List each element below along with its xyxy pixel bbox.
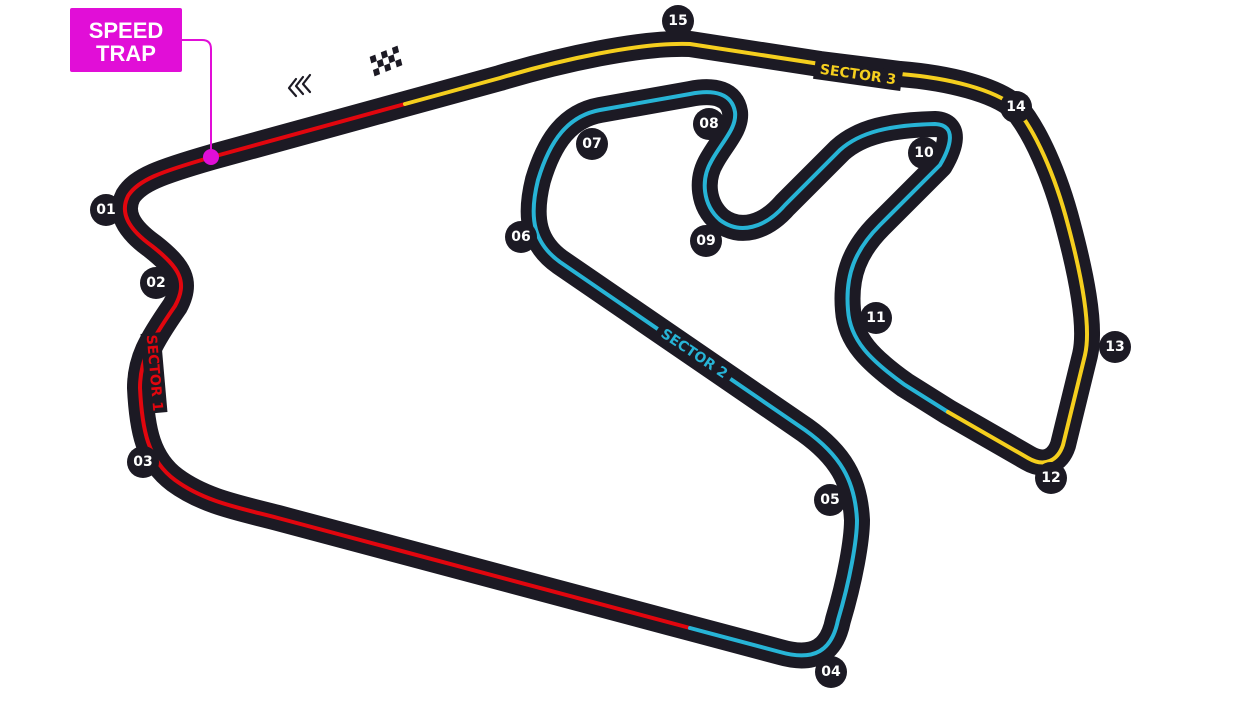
svg-text:12: 12: [1041, 470, 1060, 486]
speed-trap-line1: SPEED: [89, 18, 164, 43]
turn-14: 14: [1000, 91, 1032, 123]
sector1-label: SECTOR 1: [140, 332, 168, 414]
turn-07: 07: [576, 128, 608, 160]
svg-text:15: 15: [668, 13, 687, 29]
svg-text:04: 04: [821, 664, 841, 680]
speed-trap-line2: TRAP: [96, 41, 156, 66]
turn-13: 13: [1099, 331, 1131, 363]
speed-trap-leader: [182, 39, 212, 157]
track-outline: [111, 30, 1101, 669]
turn-15: 15: [662, 5, 694, 37]
turn-09: 09: [690, 225, 722, 257]
turn-03: 03: [127, 446, 159, 478]
svg-text:06: 06: [511, 229, 530, 245]
turn-01: 01: [90, 194, 122, 226]
svg-text:SECTOR 1: SECTOR 1: [143, 334, 166, 412]
turn-11: 11: [860, 302, 892, 334]
speed-trap-box: [70, 8, 182, 72]
svg-text:SECTOR 2: SECTOR 2: [658, 326, 731, 382]
svg-text:08: 08: [699, 116, 718, 132]
turn-05: 05: [814, 484, 846, 516]
svg-text:14: 14: [1006, 99, 1026, 115]
sector3-line: [403, 41, 1090, 465]
svg-text:01: 01: [96, 202, 115, 218]
turn-06: 06: [505, 221, 537, 253]
turn-04: 04: [815, 656, 847, 688]
svg-text:11: 11: [866, 310, 885, 326]
svg-text:10: 10: [914, 145, 934, 161]
svg-text:09: 09: [696, 233, 715, 249]
svg-text:13: 13: [1105, 339, 1124, 355]
direction-chevrons-icon: [287, 73, 312, 98]
svg-text:07: 07: [582, 136, 601, 152]
turn-02: 02: [140, 267, 172, 299]
sector2-label: SECTOR 2: [651, 321, 737, 387]
turn-10: 10: [908, 137, 940, 169]
speed-trap-dot: [203, 149, 219, 165]
sector1-line: [122, 102, 692, 630]
svg-text:03: 03: [133, 454, 152, 470]
turn-08: 08: [693, 108, 725, 140]
sector2-line: [531, 90, 952, 658]
turn-12: 12: [1035, 462, 1067, 494]
checkered-flag-icon: [369, 45, 403, 77]
speed-trap-callout: SPEED TRAP: [70, 8, 219, 165]
svg-text:02: 02: [146, 275, 165, 291]
svg-text:05: 05: [820, 492, 839, 508]
